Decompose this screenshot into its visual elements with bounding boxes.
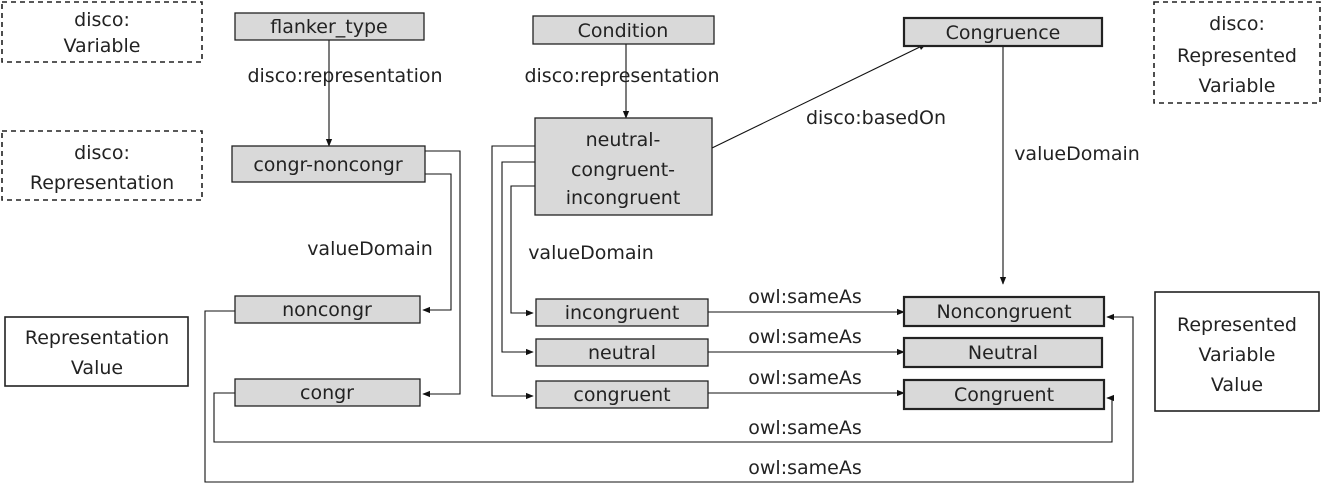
edge-label: valueDomain bbox=[307, 238, 433, 260]
legend-disco-represented-variable: disco: Represented Variable bbox=[1153, 1, 1321, 104]
edge-label: owl:sameAs bbox=[748, 417, 861, 439]
legend-text: Variable bbox=[1199, 344, 1276, 366]
legend-text: Value bbox=[1211, 374, 1263, 396]
legend-text: Variable bbox=[1199, 75, 1276, 97]
legend-text: Value bbox=[71, 357, 123, 379]
edge-nci-to-congruent bbox=[491, 145, 535, 400]
node-noncongr: noncongr bbox=[234, 295, 421, 324]
edge-same-as-noncongr bbox=[204, 310, 1134, 483]
node-congr-noncongr: congr-noncongr bbox=[231, 145, 426, 183]
node-condition: Condition bbox=[532, 15, 715, 45]
node-flanker-type: flanker_type bbox=[234, 12, 425, 41]
legend-disco-representation: disco: Representation bbox=[1, 130, 203, 201]
edge-nci-to-neutral bbox=[501, 161, 535, 356]
node-label: incongruent bbox=[566, 187, 681, 209]
edge-label: disco:basedOn bbox=[806, 107, 946, 129]
node-congr: congr bbox=[234, 378, 421, 407]
legend-represented-variable-value: Represented Variable Value bbox=[1154, 291, 1320, 412]
edge-label: owl:sameAs bbox=[748, 326, 861, 348]
node-label: congruent bbox=[573, 384, 670, 406]
edge-label: valueDomain bbox=[528, 242, 654, 264]
node-neutral: neutral bbox=[535, 338, 709, 367]
node-label: neutral- bbox=[586, 129, 661, 151]
legend-text: Represented bbox=[1177, 314, 1297, 336]
legend-text: Representation bbox=[30, 172, 174, 194]
legend-text: disco: bbox=[74, 9, 130, 31]
edge-congr-noncongr-to-noncongr bbox=[422, 173, 452, 314]
node-label: congr bbox=[300, 382, 354, 404]
edge-congr-noncongr-to-congr bbox=[422, 150, 461, 398]
node-label: congr-noncongr bbox=[253, 154, 403, 176]
node-label: Noncongruent bbox=[936, 301, 1071, 323]
node-Congruent: Congruent bbox=[902, 378, 1106, 411]
legend-text: Represented bbox=[1177, 45, 1297, 67]
node-label: neutral bbox=[588, 342, 656, 364]
edge-label: disco:representation bbox=[247, 65, 442, 87]
legend-text: Variable bbox=[64, 35, 141, 57]
node-Neutral: Neutral bbox=[902, 336, 1104, 369]
node-congruence: Congruence bbox=[902, 16, 1104, 48]
node-label: noncongr bbox=[282, 299, 372, 321]
legend-text: disco: bbox=[74, 142, 130, 164]
legend-text: Representation bbox=[25, 327, 169, 349]
edge-nci-to-incongruent bbox=[510, 185, 535, 317]
node-congruent: congruent bbox=[535, 380, 709, 409]
edge-label: owl:sameAs bbox=[748, 457, 861, 479]
legend-text: disco: bbox=[1209, 13, 1265, 35]
node-label: Condition bbox=[578, 20, 669, 42]
edge-same-as-congr bbox=[213, 392, 1115, 443]
edge-label: disco:representation bbox=[524, 65, 719, 87]
edge-based-on bbox=[711, 43, 927, 149]
edge-label: valueDomain bbox=[1014, 143, 1140, 165]
node-label: flanker_type bbox=[270, 16, 387, 38]
legend-disco-variable: disco: Variable bbox=[1, 1, 203, 63]
edge-label: owl:sameAs bbox=[748, 286, 861, 308]
node-label: congruent- bbox=[571, 159, 675, 181]
node-neutral-congruent-incongruent: neutral- congruent- incongruent bbox=[534, 117, 713, 216]
node-label: Neutral bbox=[968, 342, 1038, 364]
edge-label: owl:sameAs bbox=[748, 367, 861, 389]
node-Noncongruent: Noncongruent bbox=[902, 295, 1106, 328]
node-label: Congruence bbox=[946, 22, 1061, 44]
legend-representation-value: Representation Value bbox=[4, 316, 189, 387]
node-label: incongruent bbox=[565, 302, 680, 324]
node-incongruent: incongruent bbox=[535, 298, 709, 327]
node-label: Congruent bbox=[954, 384, 1054, 406]
